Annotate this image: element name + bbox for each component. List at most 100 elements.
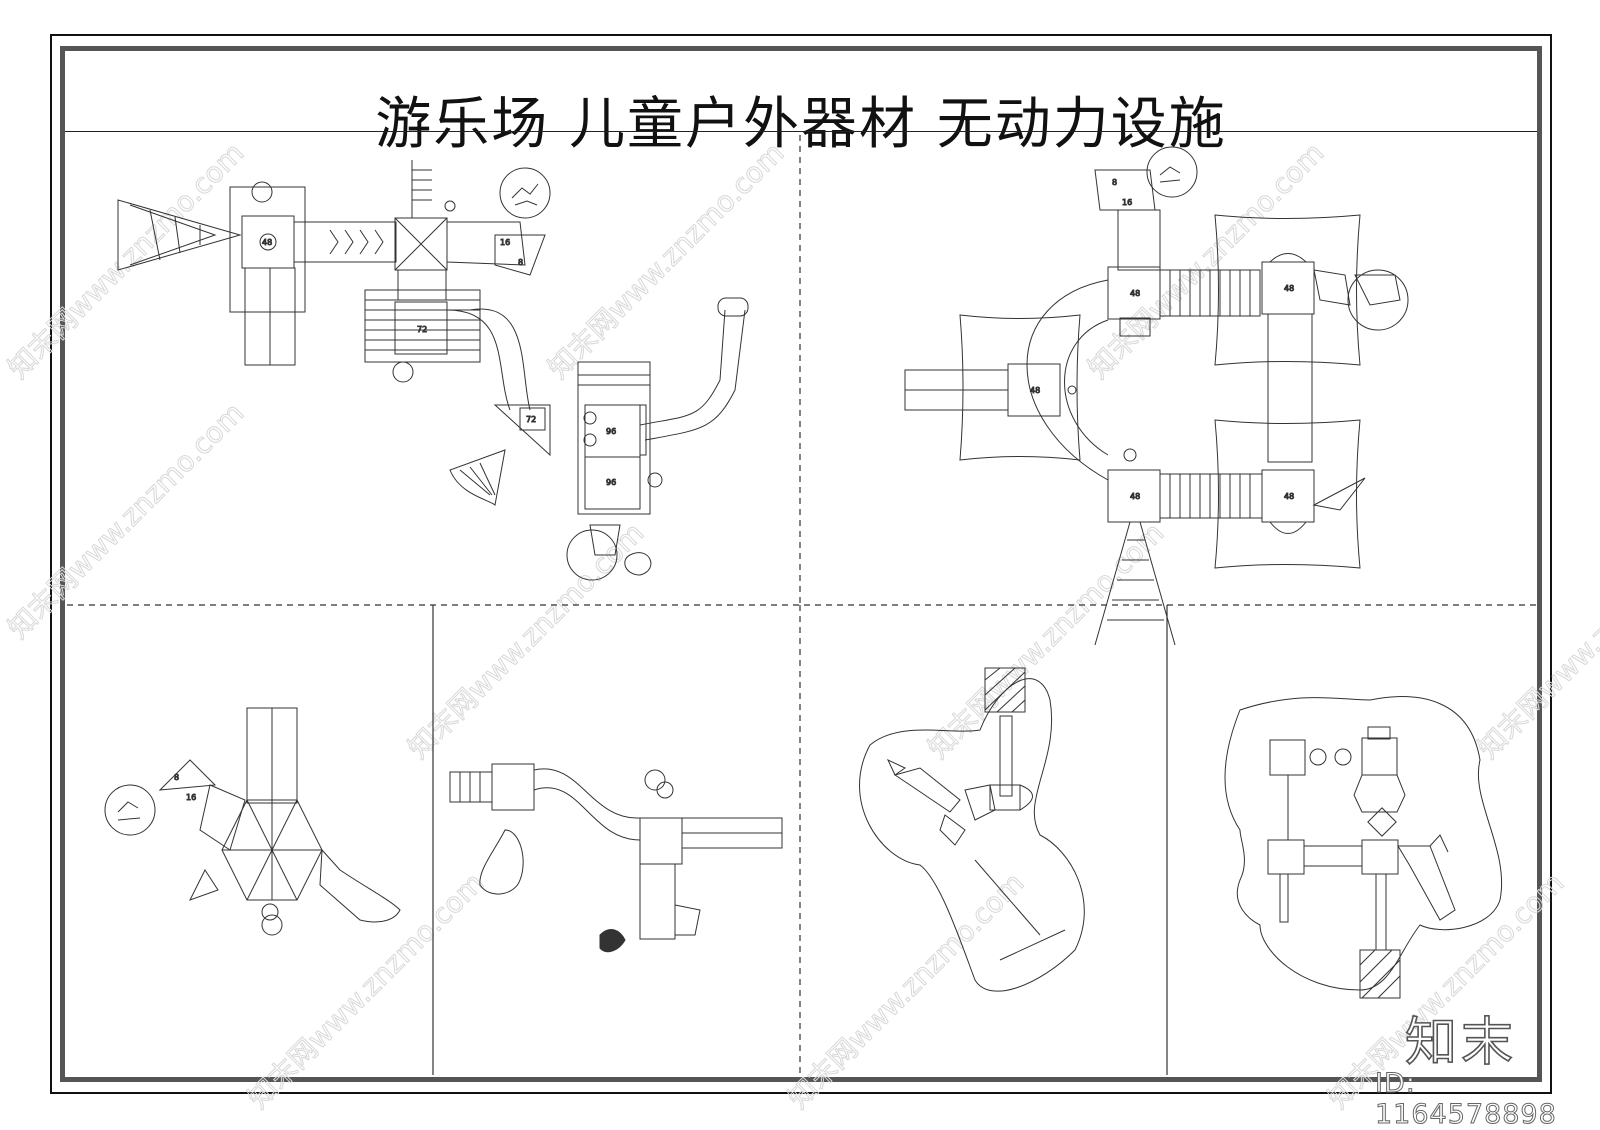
- pad-hatch: [1359, 949, 1401, 999]
- wave-slide: [446, 221, 526, 266]
- stair-rungs: [459, 772, 481, 802]
- hand-panel: [624, 552, 652, 576]
- panel-box: [1119, 317, 1151, 337]
- right-cluster-base: [577, 361, 651, 515]
- deck-square: [1269, 739, 1306, 776]
- tube-top: [717, 297, 749, 317]
- playground-plan-3: 8 16: [104, 707, 401, 936]
- slide-arrow: [1429, 834, 1449, 853]
- ladder-rails: [1094, 521, 1176, 646]
- slide-flare: [674, 904, 701, 936]
- chevron-bridge: [293, 221, 397, 263]
- activity-ball: [656, 781, 674, 799]
- deck-label: 48: [1284, 492, 1294, 501]
- tube-slide: [639, 309, 746, 441]
- small-deck: [519, 407, 546, 431]
- balance-beam: [1375, 873, 1387, 951]
- accessibility-badge: [499, 167, 551, 219]
- hex-spokes: [222, 799, 322, 901]
- deck-label: 96: [606, 427, 616, 436]
- balance-beam: [999, 715, 1013, 797]
- tunnel-vertical: [1267, 313, 1313, 463]
- steering-wheel: [251, 181, 273, 203]
- deck-label: 72: [417, 325, 427, 334]
- deck-square: [1361, 839, 1399, 875]
- deck-96b: [584, 456, 641, 510]
- watermark-text: 知末网www.znzmo.com: [922, 516, 1171, 765]
- playground-plan-1: 48 16 8 72 72: [117, 160, 749, 581]
- surface-pad: [1214, 419, 1361, 569]
- stair-slide: [449, 771, 493, 803]
- watermark-text: 知末网www.znzmo.com: [2, 136, 251, 385]
- playground-plan-5: [859, 667, 1085, 992]
- net-ladder-mesh: [129, 204, 217, 266]
- deck-square: [1267, 839, 1305, 875]
- swing-seat: [1354, 274, 1401, 306]
- curved-track-outer: [1026, 279, 1109, 481]
- deck-marker: [259, 233, 277, 251]
- curved-track-inner: [1064, 319, 1109, 456]
- deck-square: [639, 817, 683, 865]
- ladder-bridge: [1159, 473, 1263, 519]
- step-block: [939, 814, 966, 846]
- accessibility-badge: [1146, 146, 1198, 198]
- panel-knob: [1334, 748, 1352, 766]
- slide-post: [1279, 873, 1289, 923]
- deck-72: [394, 301, 448, 355]
- watermark-text: 知末网www.znzmo.com: [1082, 136, 1331, 385]
- curved-slide: [446, 308, 531, 411]
- round-deck: [1019, 784, 1033, 811]
- surface-outline: [859, 678, 1085, 992]
- deck-square: [989, 784, 1021, 811]
- title-divider: [65, 131, 1537, 132]
- deck-base: [229, 186, 306, 313]
- surface-outline: [1224, 696, 1502, 991]
- deck-label-8: 8: [518, 258, 523, 267]
- ramp-connector: [397, 269, 447, 301]
- panel-knob: [583, 433, 597, 447]
- stair-top: [1367, 726, 1391, 740]
- deck-label: 48: [1030, 386, 1040, 395]
- deck-label-8: 8: [174, 773, 179, 782]
- surface-pad: [1214, 214, 1361, 366]
- deck-label-8: 8: [1112, 178, 1117, 187]
- spinner: [1067, 385, 1077, 395]
- activity-ball: [644, 769, 666, 791]
- climb-sculpture: [599, 929, 626, 953]
- playground-plan-6: [1224, 696, 1502, 999]
- playground-plan-4: [449, 763, 783, 953]
- entry-panel: [158, 759, 217, 791]
- deck-label: 96: [606, 478, 616, 487]
- zipline: [974, 859, 1041, 936]
- rotated-block: [1367, 807, 1397, 837]
- deck-square: [1361, 737, 1398, 776]
- deck-label: 48: [262, 238, 272, 247]
- watermark-text: 知末网www.znzmo.com: [1472, 516, 1600, 765]
- accessibility-icon: [1159, 166, 1181, 183]
- deck-label: 48: [1130, 492, 1140, 501]
- watermark-text: 知末网www.znzmo.com: [542, 136, 791, 385]
- deck-label: 48: [1130, 289, 1140, 298]
- pad-hatch: [984, 667, 1026, 713]
- deck-cross: [394, 217, 448, 271]
- bottom-basket: [1269, 521, 1307, 534]
- arrow-walkway: [893, 767, 961, 813]
- angled-deck: [964, 784, 996, 821]
- dome-roof: [1269, 253, 1307, 263]
- zipline-end: [999, 929, 1066, 961]
- fan-slide: [1312, 477, 1366, 511]
- spinner: [1123, 448, 1137, 462]
- climb-wall: [639, 404, 647, 456]
- spinner: [261, 903, 279, 921]
- wheel-stand: [589, 524, 621, 556]
- fan-slide: [188, 868, 219, 901]
- hand-slide: [479, 829, 524, 895]
- watermark-text: 知末网www.znzmo.com: [402, 516, 651, 765]
- slide-end: [494, 234, 546, 276]
- wave-slide: [533, 768, 641, 841]
- hex-deck: [1353, 774, 1406, 813]
- swing-ring: [1347, 269, 1409, 331]
- mast-rungs: [412, 169, 432, 201]
- deck-label-72b: 72: [526, 415, 536, 424]
- wheel: [261, 914, 283, 936]
